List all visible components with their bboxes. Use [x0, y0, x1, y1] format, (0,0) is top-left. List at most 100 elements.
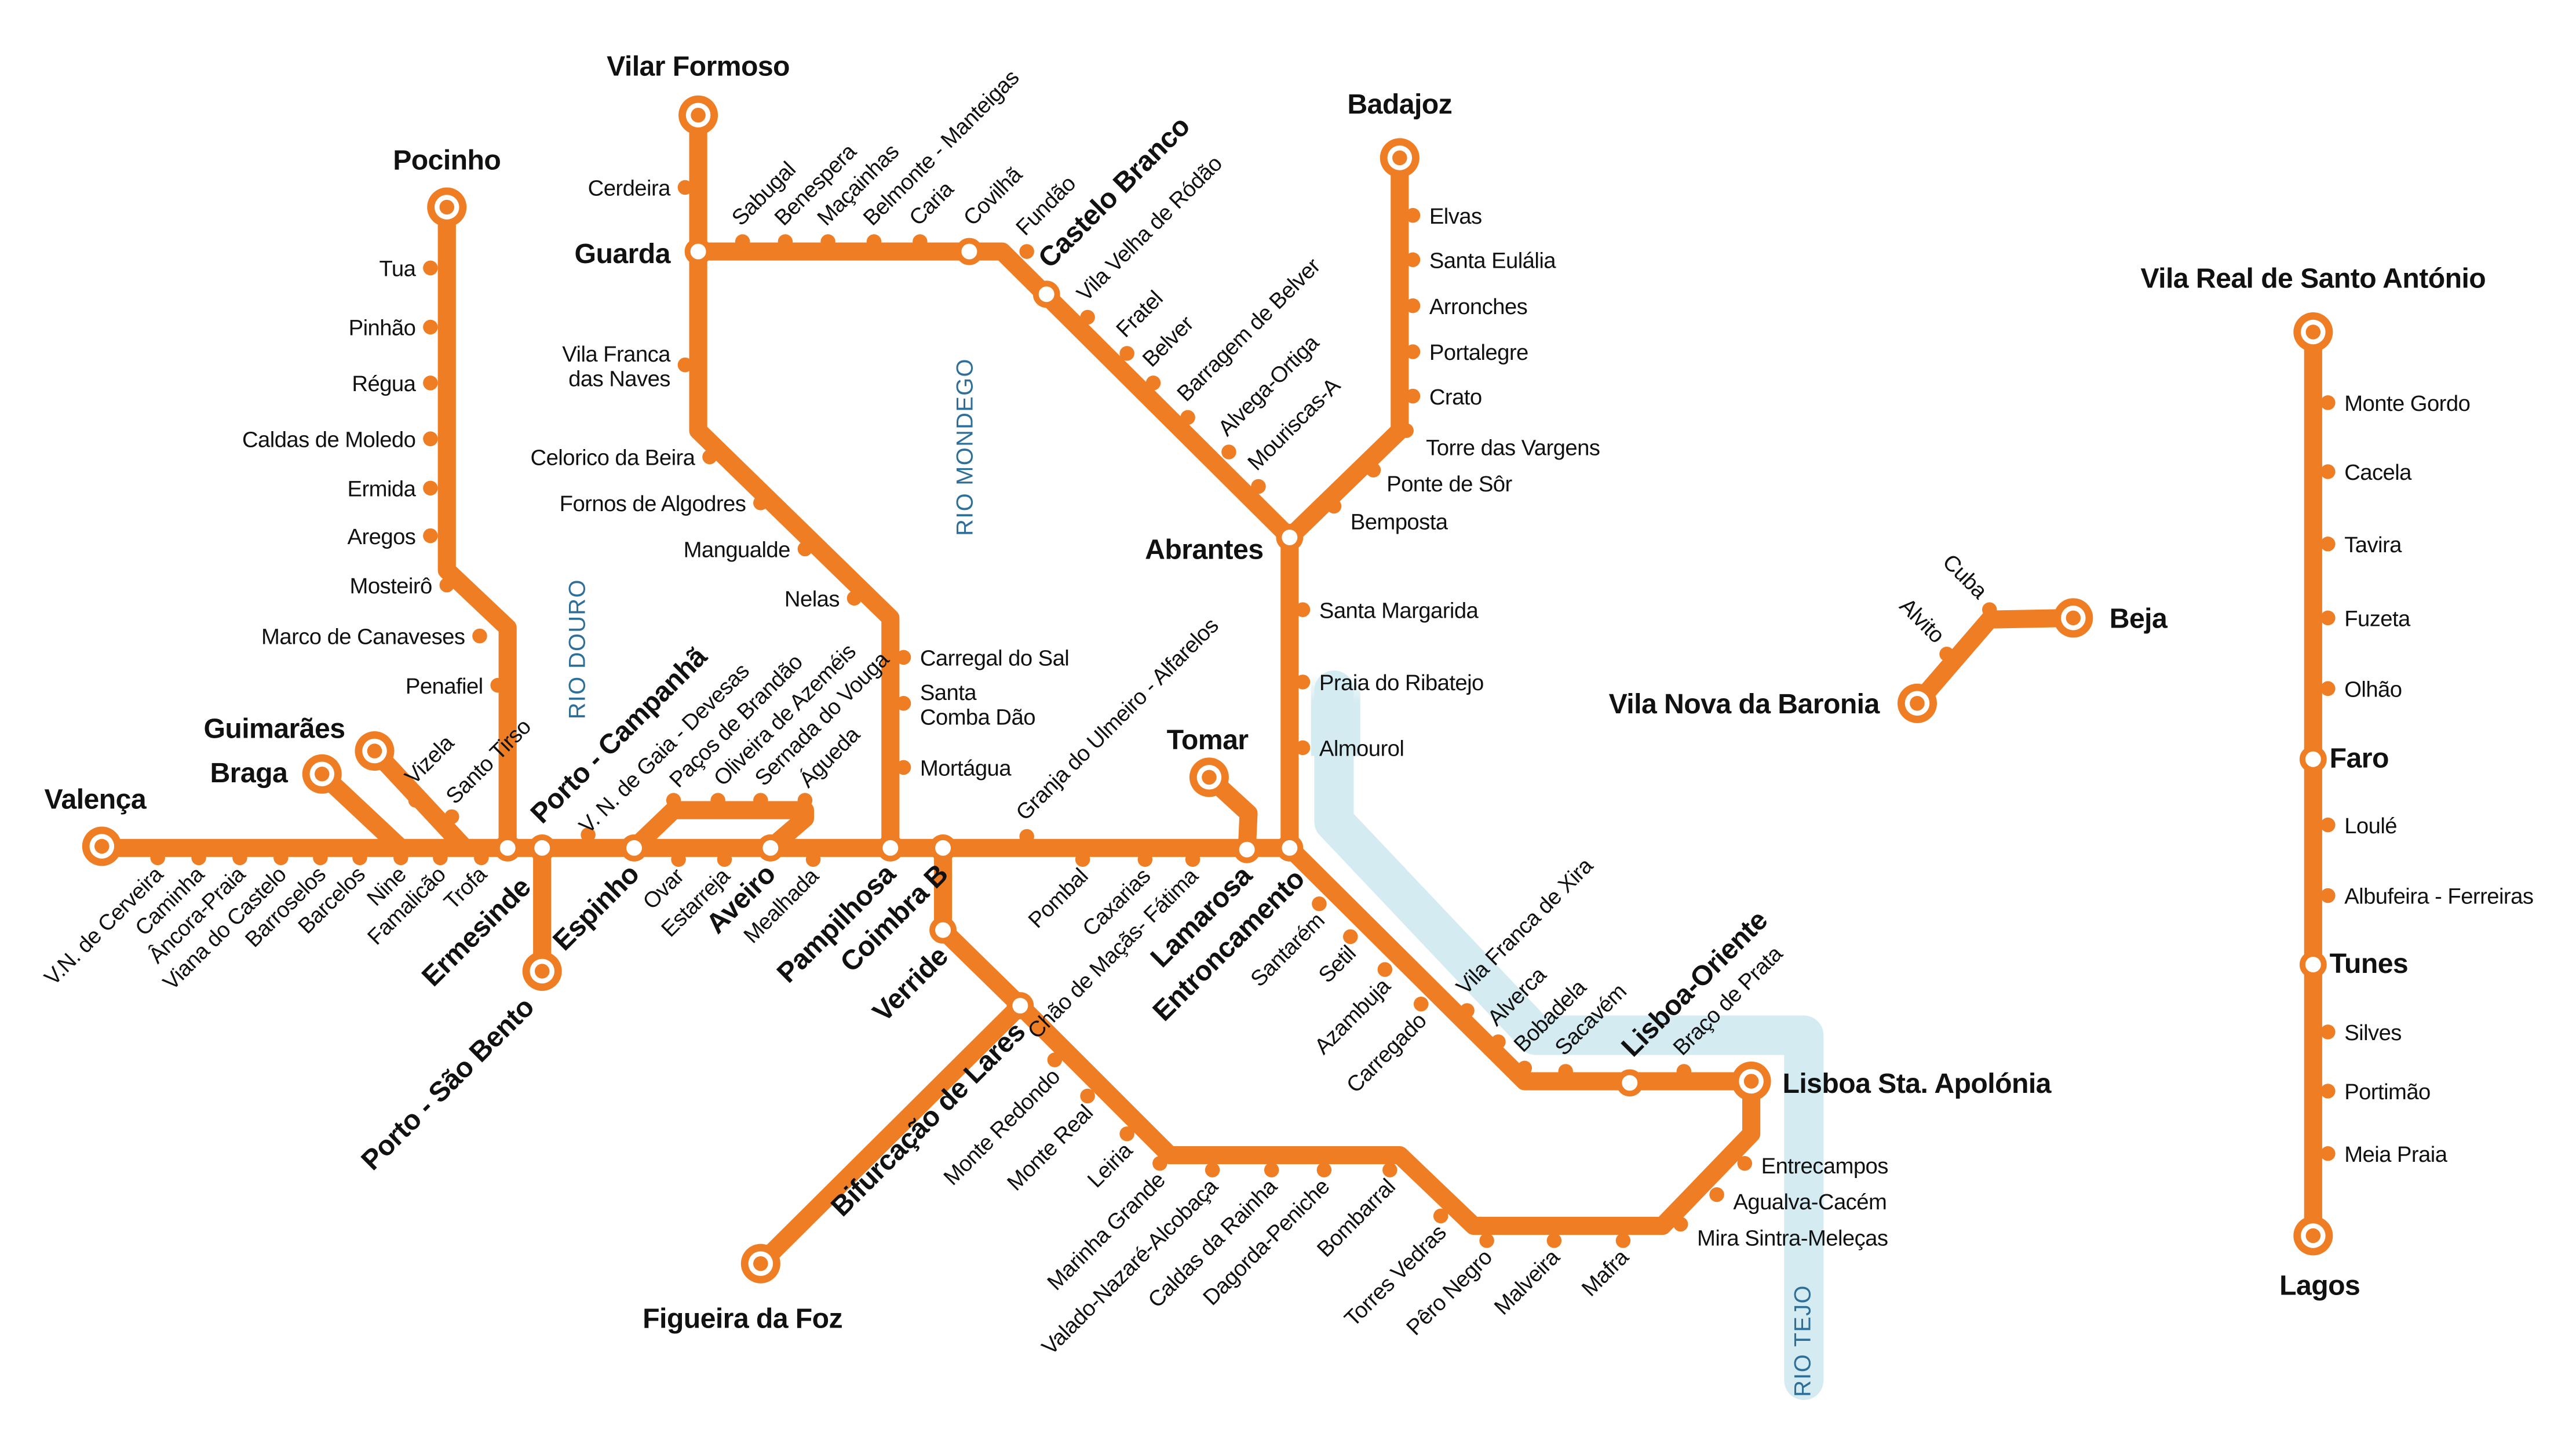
stop-tick[interactable] — [1264, 1162, 1279, 1177]
stop-tick[interactable] — [677, 357, 693, 373]
station-label[interactable]: Nelas — [785, 587, 840, 612]
stop-tick[interactable] — [2320, 1084, 2336, 1099]
station-label[interactable]: Ermida — [348, 477, 417, 502]
stop-tick[interactable] — [423, 528, 438, 544]
station-label[interactable]: Bemposta — [1351, 509, 1449, 534]
station-label[interactable]: Torre das Vargens — [1426, 436, 1600, 461]
station-label[interactable]: Tua — [380, 257, 417, 282]
stop-tick[interactable] — [1119, 346, 1134, 361]
stop-tick[interactable] — [896, 650, 911, 665]
station-label[interactable]: Vila Real de Santo António — [2140, 262, 2486, 294]
stop-tick[interactable] — [439, 577, 455, 593]
station-label[interactable]: Caldas de Moledo — [242, 427, 416, 452]
station-label[interactable]: Tunes — [2330, 948, 2409, 979]
station-label[interactable]: Portalegre — [1429, 340, 1528, 365]
station-label[interactable]: Monte Gordo — [2344, 391, 2471, 416]
station-label[interactable]: Guarda — [575, 238, 672, 269]
stop-tick[interactable] — [702, 449, 717, 465]
interchange-station-marker[interactable] — [528, 834, 556, 862]
stop-tick[interactable] — [1382, 1162, 1398, 1177]
stop-tick[interactable] — [393, 850, 408, 866]
interchange-station-marker[interactable] — [494, 834, 521, 862]
stop-tick[interactable] — [472, 628, 487, 644]
station-label[interactable]: Cerdeira — [588, 176, 672, 201]
stop-tick[interactable] — [1405, 388, 1421, 404]
stop-tick[interactable] — [896, 696, 911, 711]
station-label[interactable]: Agualva-Cacém — [1733, 1190, 1887, 1215]
stop-tick[interactable] — [2320, 888, 2336, 903]
stop-tick[interactable] — [1405, 298, 1421, 313]
stop-tick[interactable] — [677, 180, 693, 195]
stop-tick[interactable] — [1433, 1208, 1448, 1224]
stop-tick[interactable] — [2320, 1146, 2336, 1161]
station-label[interactable]: Almourol — [1319, 736, 1404, 761]
station-label[interactable]: Praia do Ribatejo — [1319, 670, 1484, 695]
station-label[interactable]: Tavira — [2344, 533, 2403, 557]
stop-tick[interactable] — [1673, 1216, 1688, 1232]
station-label[interactable]: Porto - São Bento — [355, 991, 540, 1176]
station-label[interactable]: Pinhão — [349, 316, 416, 341]
stop-tick[interactable] — [1939, 646, 1954, 662]
stop-tick[interactable] — [797, 541, 813, 557]
station-label[interactable]: Vilar Formoso — [607, 51, 790, 82]
stop-tick[interactable] — [1517, 1060, 1533, 1076]
station-label[interactable]: Leiria — [1083, 1137, 1138, 1193]
stop-tick[interactable] — [1342, 929, 1358, 945]
interchange-station-marker[interactable] — [757, 834, 785, 862]
station-label[interactable]: Tomar — [1167, 724, 1249, 756]
interchange-station-marker[interactable] — [2299, 745, 2327, 773]
stop-tick[interactable] — [150, 850, 165, 866]
stop-tick[interactable] — [1119, 1126, 1134, 1142]
stop-tick[interactable] — [1145, 375, 1161, 391]
stop-tick[interactable] — [820, 234, 835, 249]
stop-tick[interactable] — [1180, 410, 1195, 425]
station-label[interactable]: Abrantes — [1145, 534, 1264, 565]
stop-tick[interactable] — [1295, 674, 1311, 690]
station-label[interactable]: Arronches — [1429, 294, 1528, 319]
stop-tick[interactable] — [1399, 423, 1414, 438]
interchange-station-marker[interactable] — [1616, 1069, 1644, 1097]
station-label[interactable]: Mosteirô — [350, 574, 433, 599]
stop-tick[interactable] — [2320, 395, 2336, 410]
stop-tick[interactable] — [313, 850, 328, 866]
stop-tick[interactable] — [735, 234, 750, 249]
station-label[interactable]: Vila Nova da Baronia — [1609, 688, 1881, 720]
stop-tick[interactable] — [1152, 1155, 1167, 1171]
station-label[interactable]: Meia Praia — [2344, 1142, 2448, 1167]
stop-tick[interactable] — [423, 480, 438, 496]
stop-tick[interactable] — [1479, 1233, 1494, 1248]
stop-tick[interactable] — [896, 760, 911, 775]
stop-tick[interactable] — [1405, 344, 1421, 359]
interchange-station-marker[interactable] — [621, 834, 648, 862]
station-label[interactable]: Fuzeta — [2344, 607, 2411, 632]
stop-tick[interactable] — [866, 234, 882, 249]
stop-tick[interactable] — [2320, 681, 2336, 697]
station-label[interactable]: Ponte de Sôr — [1386, 472, 1513, 497]
station-label[interactable]: Silves — [2344, 1020, 2402, 1045]
station-label[interactable]: Vizela — [400, 730, 459, 789]
stop-tick[interactable] — [1615, 1233, 1631, 1248]
stop-tick[interactable] — [1295, 602, 1311, 617]
station-label[interactable]: Albufeira - Ferreiras — [2344, 884, 2534, 909]
stop-tick[interactable] — [1221, 444, 1236, 460]
stop-tick[interactable] — [352, 850, 367, 866]
station-label[interactable]: Faro — [2330, 742, 2389, 774]
station-label[interactable]: Fornos de Algodres — [560, 491, 746, 516]
stop-tick[interactable] — [913, 234, 928, 249]
stop-tick[interactable] — [1295, 740, 1311, 756]
stop-tick[interactable] — [1205, 1162, 1220, 1177]
interchange-station-marker[interactable] — [955, 238, 983, 265]
stop-tick[interactable] — [1546, 1233, 1562, 1248]
station-label[interactable]: Mira Sintra-Meleças — [1697, 1226, 1888, 1251]
stop-tick[interactable] — [671, 852, 686, 867]
station-label[interactable]: Olhão — [2344, 677, 2402, 702]
stop-tick[interactable] — [1377, 962, 1393, 977]
stop-tick[interactable] — [1413, 996, 1429, 1012]
interchange-station-marker[interactable] — [1276, 834, 1304, 862]
interchange-station-marker[interactable] — [2299, 951, 2327, 979]
station-label[interactable]: Beja — [2110, 603, 2169, 634]
station-label[interactable]: Santo Tirso — [441, 714, 535, 809]
station-label[interactable]: Braga — [210, 757, 289, 789]
station-label[interactable]: Badajoz — [1347, 89, 1452, 120]
